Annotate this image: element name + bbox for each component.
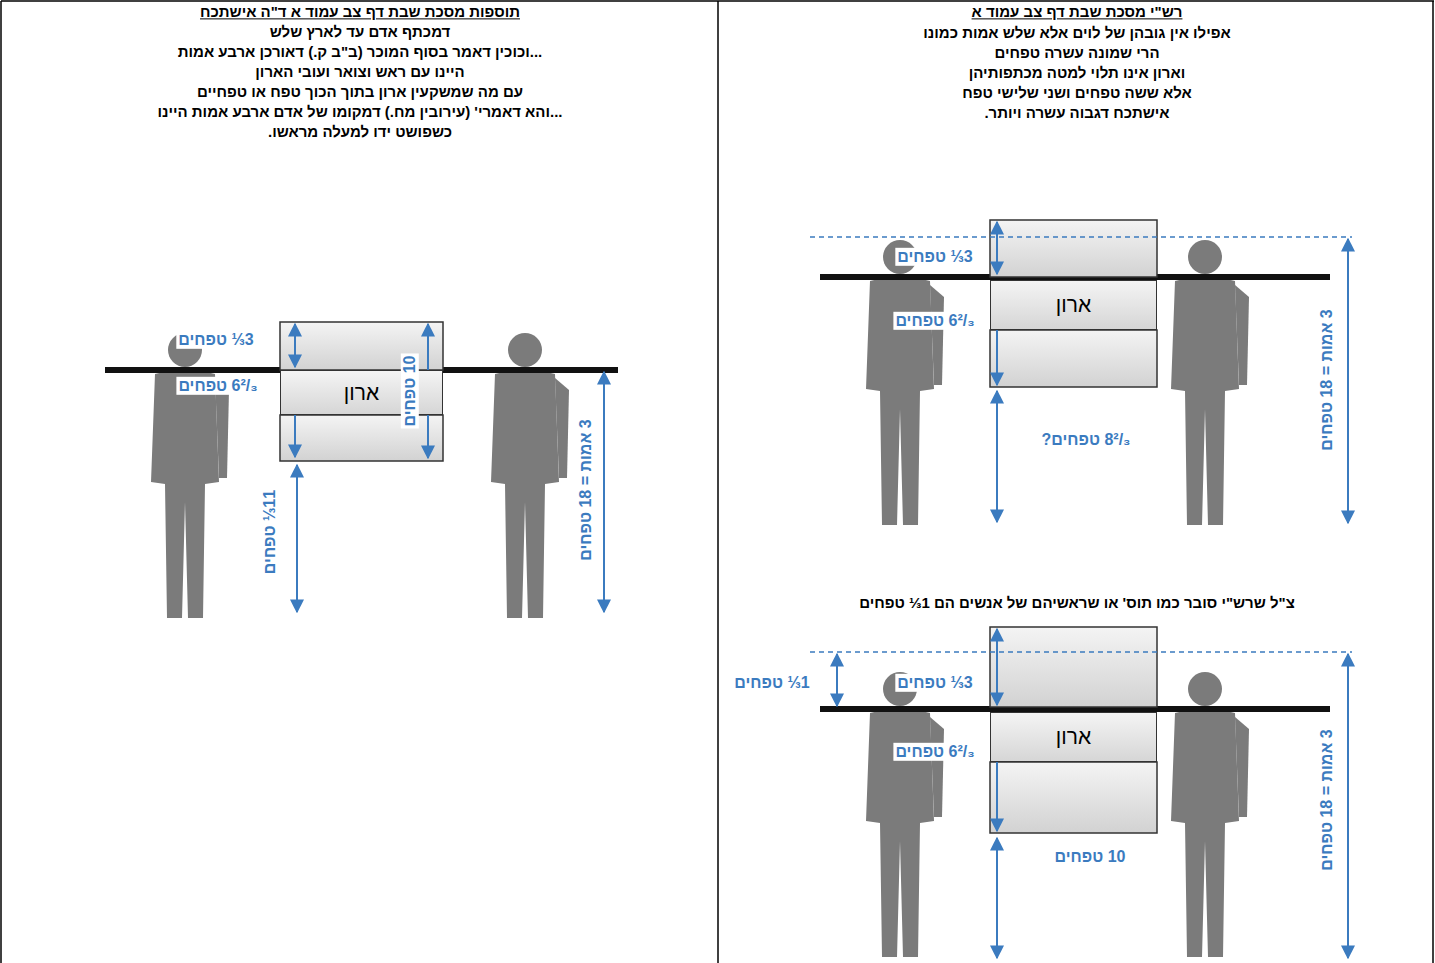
ark-label: ארון bbox=[344, 381, 379, 405]
source-heading: רש"י מסכת שבת דף צב עמוד א bbox=[972, 3, 1183, 20]
dimension-label: 11⅓ טפחים bbox=[261, 488, 279, 576]
quote-line: היינו עם ראש וצואר ועובי הארון bbox=[255, 63, 464, 80]
dimension-label: 3 אמות = 18 טפחים bbox=[577, 417, 595, 562]
quote-line: אישתכח דגבוה עשרה ויותר. bbox=[984, 104, 1169, 121]
quote-line: ...וכוכין דאמר בסוף המוכר (ב"ב ק.) דאורכ… bbox=[178, 43, 542, 60]
quote-line: אפילו אין גובהן של לוים אלא שלש אמות כמו… bbox=[923, 24, 1230, 41]
quote-line: כשפושט ידו למעלה מראשו. bbox=[268, 123, 452, 140]
quote-line: דמכתף אדם עד לארץ שלש bbox=[270, 23, 451, 40]
rashi-diagram-2 bbox=[810, 627, 1352, 958]
note-line: צ"ל שרש"י סובר כמו תוס' או שראשיהם של אנ… bbox=[859, 594, 1295, 611]
dimension-label: 10 טפחים bbox=[401, 354, 419, 429]
dimension-label: 3 אמות = 18 טפחים bbox=[1318, 307, 1336, 452]
dimension-label: 3⅓ טפחים bbox=[176, 331, 255, 349]
dimension-label: 3⅓ טפחים bbox=[895, 674, 974, 692]
dimension-label: 6²/₃ טפחים bbox=[176, 377, 259, 395]
tosafot-diagram bbox=[105, 322, 618, 618]
source-heading: תוספות מסכת שבת דף צב עמוד א ד"ה אישתכח bbox=[200, 3, 520, 20]
quote-line: ...והא דאמרי' (עירובין מח.) דמקומו של אד… bbox=[157, 103, 562, 120]
quote-line: עם מה שמשקעין ארון בתוך הכוך טפח או טפחי… bbox=[197, 83, 523, 100]
dimension-label: 3⅓ טפחים bbox=[895, 248, 974, 266]
dimension-label: 6²/₃ טפחים bbox=[893, 743, 976, 761]
quote-line: אלא ששה טפחים ושני שלישי טפח bbox=[962, 84, 1191, 101]
ark-box: ארון bbox=[990, 712, 1157, 762]
dimension-label: 8²/₃ טפחים? bbox=[1040, 431, 1133, 449]
rashi-diagram-1 bbox=[810, 220, 1352, 525]
ark-label: ארון bbox=[1056, 725, 1091, 749]
ark-box: ארון bbox=[990, 280, 1157, 330]
dimension-label: 6²/₃ טפחים bbox=[893, 312, 976, 330]
dimension-label: 1⅓ טפחים bbox=[732, 674, 811, 692]
dimension-label: 3 אמות = 18 טפחים bbox=[1318, 727, 1336, 872]
quote-line: וארון אינו תלוי למטה מכתפותיהן bbox=[969, 64, 1186, 81]
ark-label: ארון bbox=[1056, 293, 1091, 317]
quote-line: הרי שמונה עשרה טפחים bbox=[994, 44, 1159, 61]
dimension-label: 10 טפחים bbox=[1053, 848, 1128, 866]
